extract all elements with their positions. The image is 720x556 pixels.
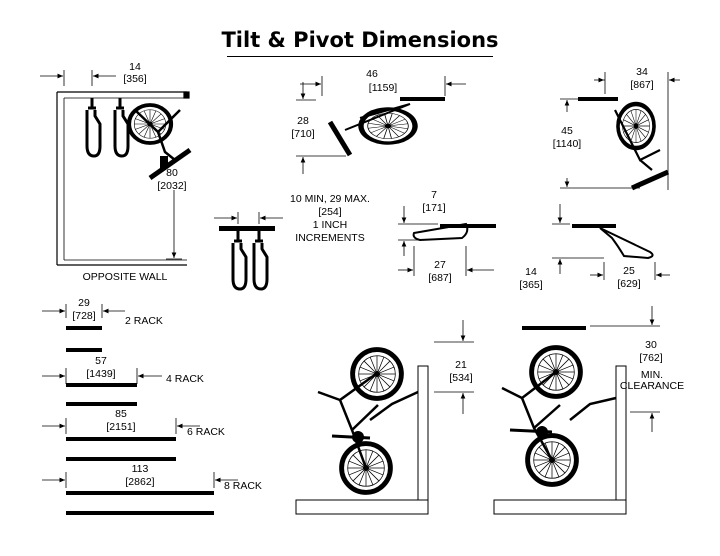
folded-left-depth-mm: [171] bbox=[422, 202, 445, 214]
side-view: 14 [356] 80 [2032] OPPOSITE WALL bbox=[40, 61, 192, 283]
spacing-line-3: 1 INCH bbox=[313, 219, 347, 231]
folded-right-length-mm: [629] bbox=[617, 278, 640, 290]
wall-view-left: 21 [534] bbox=[295, 320, 474, 515]
rack-2-label: 2 RACK bbox=[125, 315, 163, 327]
folded-right-depth-in: 14 bbox=[525, 266, 537, 278]
spacing-line-2: [254] bbox=[318, 206, 341, 218]
opposite-wall-label: OPPOSITE WALL bbox=[83, 271, 168, 283]
folded-left-length-in: 27 bbox=[434, 259, 446, 271]
min-label: MIN. bbox=[641, 369, 663, 381]
page-title: Tilt & Pivot Dimensions bbox=[221, 28, 499, 52]
top-right-width-mm: [867] bbox=[630, 79, 653, 91]
top-left-width-in: 46 bbox=[366, 68, 378, 80]
rack-6-width-in: 85 bbox=[115, 408, 127, 420]
rack-bar bbox=[66, 511, 214, 515]
spacing-line-1: 10 MIN, 29 MAX. bbox=[290, 193, 370, 205]
folded-left-length-mm: [687] bbox=[428, 272, 451, 284]
wall-left-offset-mm: [534] bbox=[449, 372, 472, 384]
rack-8-width-mm: [2862] bbox=[125, 476, 154, 488]
hook-icon bbox=[252, 229, 269, 291]
title-underline bbox=[227, 56, 493, 57]
rack-4-label: 4 RACK bbox=[166, 373, 204, 385]
rack-bar bbox=[66, 383, 137, 387]
rack-2-width-in: 29 bbox=[78, 297, 90, 309]
rack-bar bbox=[66, 348, 102, 352]
hook-icon bbox=[231, 229, 248, 291]
top-right-height-mm: [1140] bbox=[553, 138, 581, 150]
top-left-height-mm: [710] bbox=[291, 128, 314, 140]
rack-4-width-mm: [1439] bbox=[86, 368, 115, 380]
wall-left-offset-in: 21 bbox=[455, 359, 467, 371]
rack-bar bbox=[66, 491, 214, 495]
rack-6-width-mm: [2151] bbox=[106, 421, 135, 433]
bicycle-icon bbox=[501, 348, 580, 485]
side-width-in: 14 bbox=[129, 61, 141, 73]
bicycle-icon bbox=[317, 350, 401, 493]
top-right-height-in: 45 bbox=[561, 125, 573, 137]
rack-6-label: 6 RACK bbox=[187, 426, 225, 438]
rack-bar bbox=[66, 437, 176, 441]
bicycle-icon bbox=[327, 103, 419, 157]
rack-2-width-mm: [728] bbox=[72, 310, 95, 322]
wall-view-right: 30 [762] MIN. CLEARANCE bbox=[493, 306, 684, 515]
side-width-mm: [356] bbox=[123, 73, 146, 85]
rack-widths: 29 [728] 2 RACK 57 [1439] 4 RACK 85 [215… bbox=[42, 297, 262, 515]
rack-8-label: 8 RACK bbox=[224, 480, 262, 492]
folded-right-length-in: 25 bbox=[623, 265, 635, 277]
rack-bar bbox=[66, 402, 137, 406]
top-view-left: 46 [1159] 28 [710] bbox=[291, 68, 466, 174]
hook-spacing-view: 10 MIN, 29 MAX. [254] 1 INCH INCREMENTS bbox=[214, 193, 370, 291]
top-view-right: 34 [867] 45 [1140] bbox=[553, 66, 680, 191]
bicycle-icon bbox=[129, 105, 192, 181]
bicycle-icon bbox=[614, 104, 670, 191]
folded-left-depth-in: 7 bbox=[431, 189, 437, 201]
rack-8-width-in: 113 bbox=[132, 463, 149, 475]
top-right-width-in: 34 bbox=[636, 66, 648, 78]
side-height-in: 80 bbox=[166, 167, 178, 179]
rack-bar bbox=[66, 457, 176, 461]
side-height-mm: [2032] bbox=[157, 180, 186, 192]
hook-icon bbox=[113, 96, 130, 158]
clearance-label: CLEARANCE bbox=[620, 380, 684, 392]
rack-4-width-in: 57 bbox=[95, 355, 107, 367]
spacing-line-4: INCREMENTS bbox=[295, 232, 364, 244]
rack-bar bbox=[66, 326, 102, 330]
wall-right-clearance-mm: [762] bbox=[639, 352, 662, 364]
top-left-height-in: 28 bbox=[297, 115, 309, 127]
hook-icon bbox=[85, 96, 102, 158]
wall-right-clearance-in: 30 bbox=[645, 339, 657, 351]
top-left-width-mm: [1159] bbox=[369, 82, 397, 94]
folded-arm-left: 7 [171] 27 [687] bbox=[398, 189, 496, 284]
folded-right-depth-mm: [365] bbox=[519, 279, 542, 291]
folded-arm-right: 14 [365] 25 [629] bbox=[519, 204, 670, 291]
